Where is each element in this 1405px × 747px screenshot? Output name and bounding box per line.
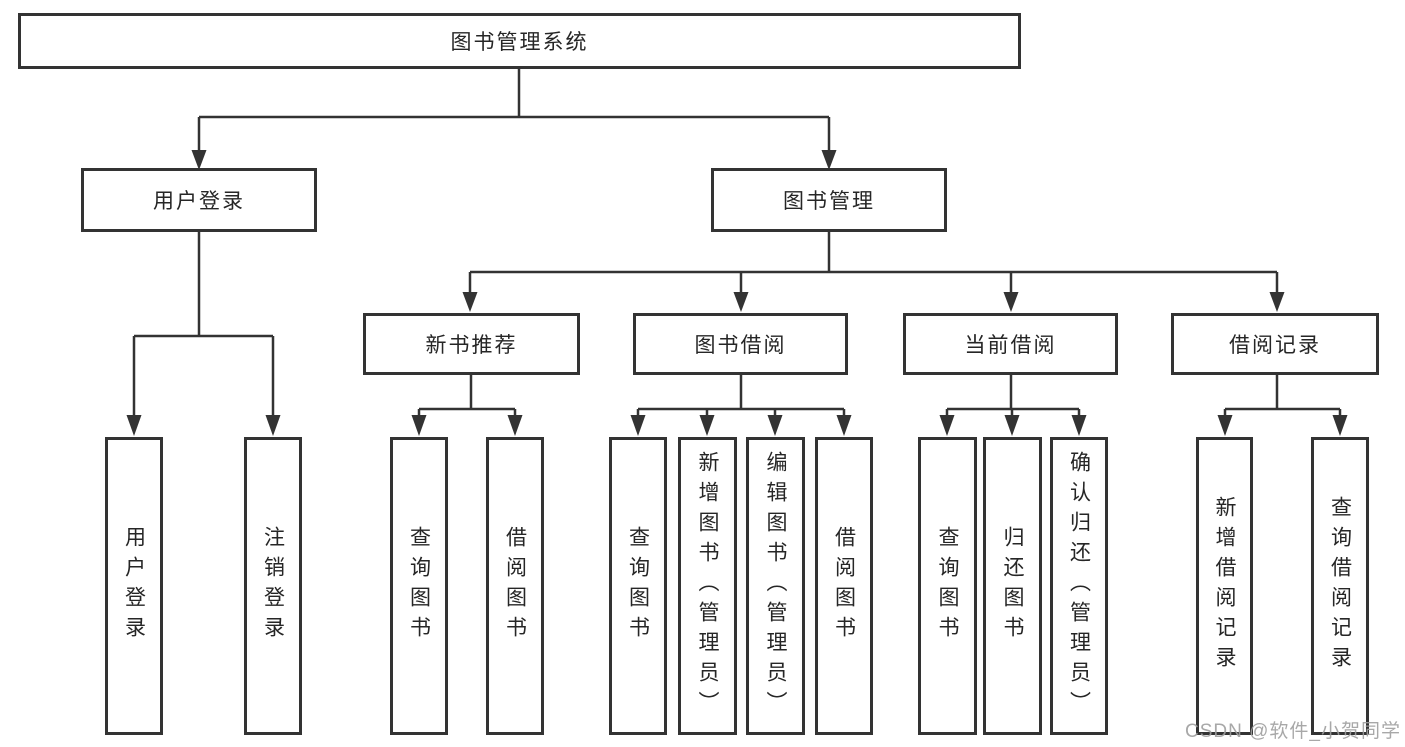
node-book-management: 图书管理 — [711, 168, 947, 232]
leaf-logout: 注销登录 — [244, 437, 302, 735]
leaf-return-book: 归还图书 — [983, 437, 1042, 735]
leaf-borrow-books-label: 借阅图书 — [832, 526, 856, 646]
leaf-edit-book-admin-label: 编辑图书（管理员） — [764, 451, 787, 721]
node-user-login: 用户登录 — [81, 168, 317, 232]
node-current-borrow: 当前借阅 — [903, 313, 1118, 375]
node-borrow-records-label: 借阅记录 — [1229, 334, 1321, 357]
csdn-watermark: CSDN @软件_小贺同学 — [1185, 721, 1401, 742]
leaf-query-books-borrow-label: 查询图书 — [626, 526, 650, 646]
leaf-query-books-recommend: 查询图书 — [390, 437, 448, 735]
leaf-query-books-recommend-label: 查询图书 — [407, 526, 431, 646]
leaf-edit-book-admin: 编辑图书（管理员） — [746, 437, 805, 735]
leaf-borrow-books-recommend: 借阅图书 — [486, 437, 544, 735]
node-library-system: 图书管理系统 — [18, 13, 1021, 69]
leaf-confirm-return-admin: 确认归还（管理员） — [1050, 437, 1108, 735]
leaf-add-book-admin-label: 新增图书（管理员） — [696, 451, 719, 721]
leaf-add-borrow-record-label: 新增借阅记录 — [1213, 496, 1236, 676]
leaf-user-login-label: 用户登录 — [122, 526, 146, 646]
leaf-query-books-current-label: 查询图书 — [936, 526, 959, 646]
node-borrow-records: 借阅记录 — [1171, 313, 1379, 375]
node-library-system-label: 图书管理系统 — [450, 31, 589, 54]
node-new-book-recommend-label: 新书推荐 — [425, 334, 518, 357]
node-book-borrow: 图书借阅 — [633, 313, 848, 375]
node-user-login-label: 用户登录 — [153, 190, 245, 213]
leaf-query-borrow-record-label: 查询借阅记录 — [1328, 496, 1352, 676]
node-book-borrow-label: 图书借阅 — [694, 334, 787, 357]
leaf-confirm-return-admin-label: 确认归还（管理员） — [1067, 451, 1091, 721]
node-current-borrow-label: 当前借阅 — [964, 334, 1057, 357]
leaf-borrow-books: 借阅图书 — [815, 437, 873, 735]
leaf-query-books-current: 查询图书 — [918, 437, 977, 735]
node-new-book-recommend: 新书推荐 — [363, 313, 580, 375]
leaf-return-book-label: 归还图书 — [1001, 526, 1024, 646]
leaf-add-book-admin: 新增图书（管理员） — [678, 437, 737, 735]
leaf-add-borrow-record: 新增借阅记录 — [1196, 437, 1253, 735]
leaf-query-borrow-record: 查询借阅记录 — [1311, 437, 1369, 735]
leaf-borrow-books-recommend-label: 借阅图书 — [503, 526, 527, 646]
leaf-logout-label: 注销登录 — [261, 526, 285, 646]
leaf-user-login: 用户登录 — [105, 437, 163, 735]
node-book-management-label: 图书管理 — [783, 190, 875, 213]
leaf-query-books-borrow: 查询图书 — [609, 437, 667, 735]
